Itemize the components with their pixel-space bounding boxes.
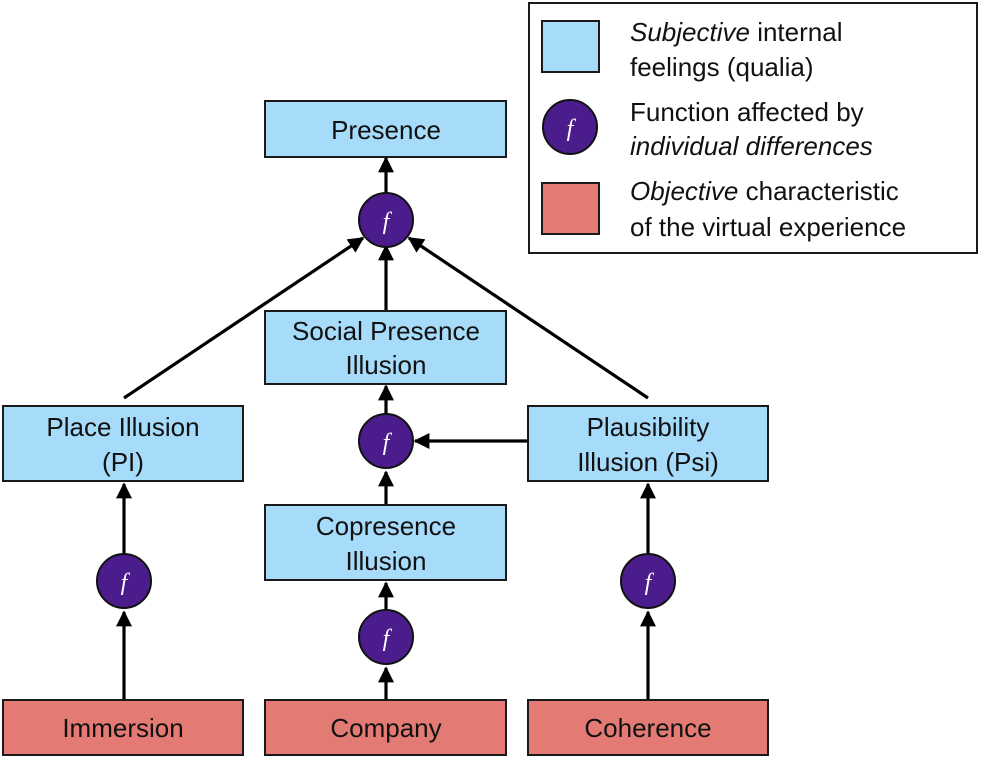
presence-label: Presence: [331, 115, 441, 145]
social-presence-illusion-box: [264, 310, 507, 385]
function-icon: [358, 192, 414, 248]
company-box: [264, 699, 507, 756]
place-illusion-label-line2: (PI): [102, 447, 144, 477]
legend-subjective-rest: internal: [750, 17, 843, 47]
legend-frame: [528, 2, 978, 254]
place-illusion-label-line1: Place Illusion: [46, 412, 199, 442]
immersion-label: Immersion: [62, 713, 183, 743]
social-presence-illusion-label-line1: Social Presence: [292, 316, 480, 346]
function-glyph: f: [645, 570, 655, 596]
node-immersion: Immersion: [2, 699, 244, 756]
immersion-box: [2, 699, 244, 756]
legend-objective-swatch: [541, 182, 600, 235]
plausibility-illusion-label-line1: Plausibility: [587, 412, 710, 442]
function-icon: [96, 553, 152, 609]
coherence-label: Coherence: [584, 713, 711, 743]
function-icon: [358, 609, 414, 665]
function-icon: [358, 413, 414, 469]
copresence-illusion-label-line2: Illusion: [346, 546, 427, 576]
legend-function-glyph: f: [567, 116, 577, 142]
legend-function-icon: [542, 99, 598, 155]
function-glyph: f: [383, 209, 393, 235]
node-presence: Presence: [264, 100, 507, 158]
copresence-illusion-label-line1: Copresence: [316, 511, 456, 541]
node-place-illusion: Place Illusion (PI): [2, 405, 244, 482]
legend: Subjective internal feelings (qualia) f …: [528, 2, 978, 254]
place-illusion-box: [2, 405, 244, 482]
plausibility-illusion-box: [527, 405, 769, 482]
edge-place-illusion-to-presence-function: [123, 236, 365, 400]
legend-subjective-line1: Subjective internal: [630, 17, 842, 47]
function-node-immersion: f: [96, 553, 152, 609]
legend-objective-line1: Objective characteristic: [630, 176, 899, 206]
coherence-box: [527, 699, 769, 756]
legend-function-line1: Function affected by: [630, 97, 864, 127]
legend-subjective-line2: feelings (qualia): [630, 52, 814, 82]
function-node-presence: f: [358, 192, 414, 248]
legend-objective-emph: Objective: [630, 176, 738, 206]
presence-box: [264, 100, 507, 158]
function-node-coherence: f: [620, 553, 676, 609]
plausibility-illusion-label-line2: Illusion (Psi): [577, 447, 719, 477]
company-label: Company: [330, 713, 441, 743]
node-plausibility-illusion: Plausibility Illusion (Psi): [527, 405, 769, 482]
legend-subjective-swatch: [541, 20, 600, 73]
node-company: Company: [264, 699, 507, 756]
legend-objective-line2: of the virtual experience: [630, 212, 906, 242]
legend-subjective-emph: Subjective: [630, 17, 750, 47]
function-icon: [620, 553, 676, 609]
function-node-social-presence: f: [358, 413, 414, 469]
edges: [116, 156, 656, 700]
node-copresence-illusion: Copresence Illusion: [264, 504, 507, 581]
legend-function-line2: individual differences: [630, 131, 873, 161]
edge-plausibility-to-presence-function: [407, 236, 649, 400]
function-glyph: f: [121, 570, 131, 596]
social-presence-illusion-label-line2: Illusion: [346, 350, 427, 380]
copresence-illusion-box: [264, 504, 507, 581]
legend-objective-rest: characteristic: [738, 176, 898, 206]
function-node-company: f: [358, 609, 414, 665]
function-glyph: f: [383, 430, 393, 456]
node-coherence: Coherence: [527, 699, 769, 756]
function-glyph: f: [383, 626, 393, 652]
node-social-presence-illusion: Social Presence Illusion: [264, 310, 507, 385]
